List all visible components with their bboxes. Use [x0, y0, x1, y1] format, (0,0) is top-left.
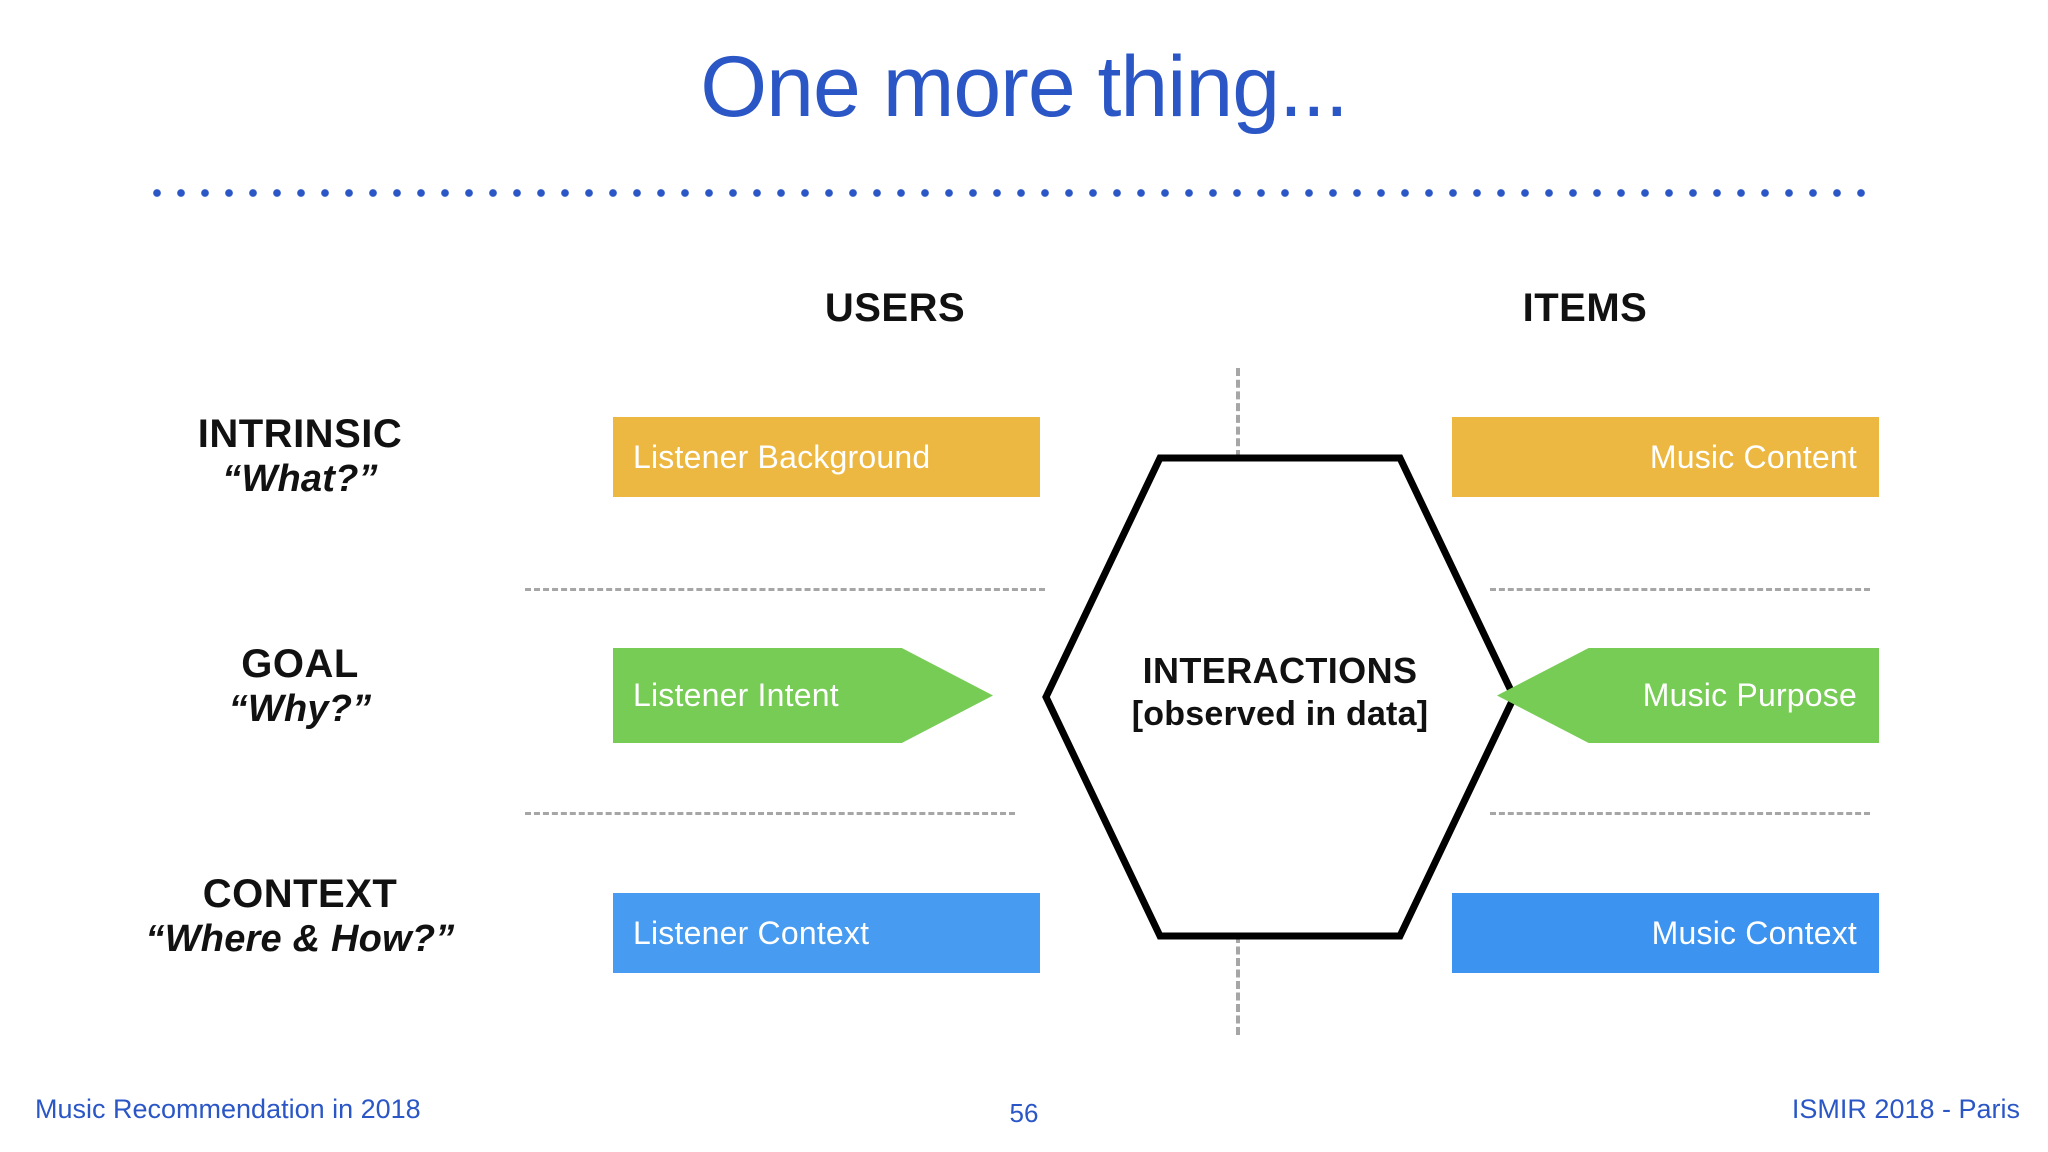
row-label-goal-question: “Why?”: [228, 687, 372, 730]
row-label-context: CONTEXT “Where & How?”: [60, 872, 540, 962]
block-music-context-label: Music Context: [1651, 914, 1857, 951]
hexagon-label-line-1: INTERACTIONS: [1142, 650, 1418, 691]
column-header-items: ITEMS: [1522, 286, 1648, 330]
block-music-purpose[interactable]: Music Purpose: [1497, 648, 1879, 743]
block-listener-background-label: Listener Background: [633, 438, 931, 475]
block-listener-intent-label: Listener Intent: [633, 677, 839, 713]
row-label-goal-title: GOAL: [241, 642, 359, 686]
row-label-intrinsic: INTRINSIC “What?”: [60, 412, 540, 502]
footer-right-text: ISMIR 2018 - Paris: [1791, 1094, 2020, 1124]
row-label-intrinsic-title: INTRINSIC: [197, 412, 403, 456]
block-music-content-label: Music Content: [1649, 438, 1857, 475]
block-listener-intent[interactable]: Listener Intent: [613, 648, 993, 743]
column-separator-dashed: [1236, 368, 1240, 458]
page-title: One more thing...: [700, 39, 1348, 135]
row-label-context-question: “Where & How?”: [145, 917, 455, 960]
footer-page-number: 56: [1009, 1098, 1039, 1128]
block-music-content[interactable]: Music Content: [1452, 417, 1879, 497]
title-divider-dotted: [145, 188, 1865, 198]
hexagon-shape: [1040, 452, 1520, 942]
block-music-context[interactable]: Music Context: [1452, 893, 1879, 973]
row-separator-dashed: [1490, 812, 1870, 815]
block-listener-context[interactable]: Listener Context: [613, 893, 1040, 973]
row-label-intrinsic-question: “What?”: [222, 457, 378, 500]
hexagon-center-label: INTERACTIONS [observed in data]: [1040, 648, 1520, 736]
block-music-purpose-label: Music Purpose: [1642, 677, 1857, 713]
hexagon-label-line-2: [observed in data]: [1131, 695, 1429, 733]
column-separator-dashed: [1236, 935, 1240, 1035]
row-label-goal: GOAL “Why?”: [60, 642, 540, 732]
block-listener-background[interactable]: Listener Background: [613, 417, 1040, 497]
block-listener-context-label: Listener Context: [633, 914, 870, 951]
row-separator-dashed: [1490, 588, 1870, 591]
column-header-users: USERS: [824, 286, 966, 330]
row-label-context-title: CONTEXT: [202, 872, 398, 916]
row-separator-dashed: [525, 812, 1015, 815]
footer-left-text: Music Recommendation in 2018: [35, 1094, 421, 1124]
row-separator-dashed: [525, 588, 1045, 591]
